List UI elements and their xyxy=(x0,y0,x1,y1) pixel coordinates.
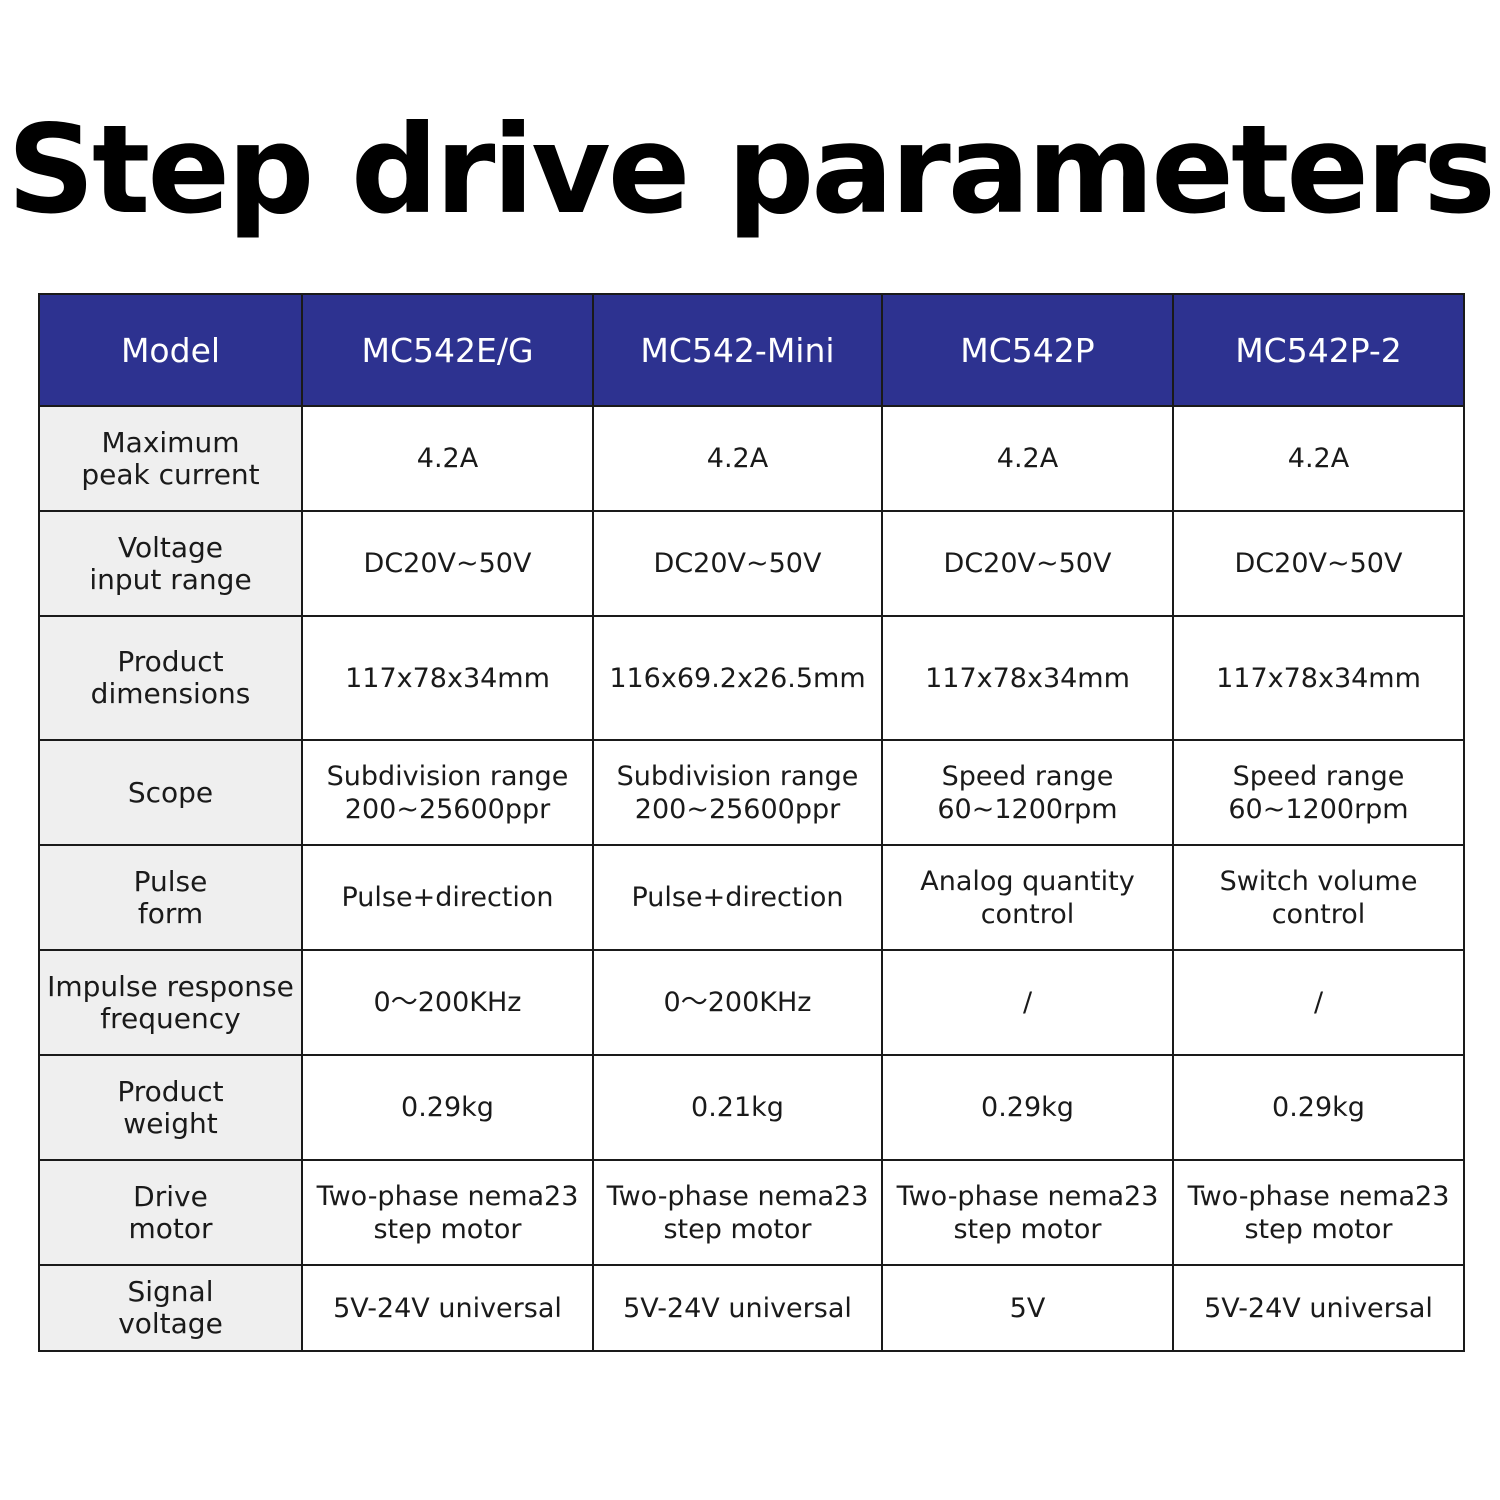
table-cell: Pulse+direction xyxy=(301,844,594,951)
header-mc542p-2: MC542P-2 xyxy=(1172,293,1465,407)
table-row-scope: Scope Subdivision range 200~25600ppr Sub… xyxy=(38,739,1465,846)
table-cell: 5V xyxy=(881,1264,1174,1352)
row-label: Signal voltage xyxy=(38,1264,303,1352)
table-cell: 0～200KHz xyxy=(592,949,883,1056)
header-mc542-mini: MC542-Mini xyxy=(592,293,883,407)
table-cell: Two-phase nema23 step motor xyxy=(881,1159,1174,1266)
table-cell: 5V-24V universal xyxy=(1172,1264,1465,1352)
table-cell: 0～200KHz xyxy=(301,949,594,1056)
table-cell: 4.2A xyxy=(1172,405,1465,512)
table-cell: DC20V~50V xyxy=(1172,510,1465,617)
table-cell: / xyxy=(881,949,1174,1056)
table-cell: Pulse+direction xyxy=(592,844,883,951)
table-cell: Two-phase nema23 step motor xyxy=(592,1159,883,1266)
table-row-voltage-input-range: Voltage input range DC20V~50V DC20V~50V … xyxy=(38,510,1465,617)
table-cell: 116x69.2x26.5mm xyxy=(592,615,883,741)
table-cell: DC20V~50V xyxy=(301,510,594,617)
row-label: Drive motor xyxy=(38,1159,303,1266)
table-row-pulse-form: Pulse form Pulse+direction Pulse+directi… xyxy=(38,844,1465,951)
table-row-product-dimensions: Product dimensions 117x78x34mm 116x69.2x… xyxy=(38,615,1465,741)
table-cell: 117x78x34mm xyxy=(301,615,594,741)
header-model: Model xyxy=(38,293,303,407)
row-label: Pulse form xyxy=(38,844,303,951)
table-cell: 4.2A xyxy=(881,405,1174,512)
spec-table: Model MC542E/G MC542-Mini MC542P MC542P-… xyxy=(38,293,1465,1352)
table-row-product-weight: Product weight 0.29kg 0.21kg 0.29kg 0.29… xyxy=(38,1054,1465,1161)
row-label: Product weight xyxy=(38,1054,303,1161)
table-cell: 0.29kg xyxy=(1172,1054,1465,1161)
table-cell: Speed range 60~1200rpm xyxy=(881,739,1174,846)
header-row: Model MC542E/G MC542-Mini MC542P MC542P-… xyxy=(38,293,1465,407)
table-cell: 117x78x34mm xyxy=(1172,615,1465,741)
row-label: Product dimensions xyxy=(38,615,303,741)
table-row-max-peak-current: Maximum peak current 4.2A 4.2A 4.2A 4.2A xyxy=(38,405,1465,512)
table-cell: Switch volume control xyxy=(1172,844,1465,951)
table-cell: 4.2A xyxy=(592,405,883,512)
table-cell: 0.29kg xyxy=(301,1054,594,1161)
table-cell: 5V-24V universal xyxy=(592,1264,883,1352)
table-row-impulse-response-frequency: Impulse response frequency 0～200KHz 0～20… xyxy=(38,949,1465,1056)
row-label: Voltage input range xyxy=(38,510,303,617)
table-row-signal-voltage: Signal voltage 5V-24V universal 5V-24V u… xyxy=(38,1264,1465,1352)
table-cell: 0.21kg xyxy=(592,1054,883,1161)
table-cell: Subdivision range 200~25600ppr xyxy=(301,739,594,846)
header-mc542p: MC542P xyxy=(881,293,1174,407)
table-cell: 0.29kg xyxy=(881,1054,1174,1161)
table-cell: Analog quantity control xyxy=(881,844,1174,951)
table-cell: Subdivision range 200~25600ppr xyxy=(592,739,883,846)
table-cell: 5V-24V universal xyxy=(301,1264,594,1352)
row-label: Scope xyxy=(38,739,303,846)
table-cell: Speed range 60~1200rpm xyxy=(1172,739,1465,846)
table-row-drive-motor: Drive motor Two-phase nema23 step motor … xyxy=(38,1159,1465,1266)
table-cell: 4.2A xyxy=(301,405,594,512)
table-cell: Two-phase nema23 step motor xyxy=(1172,1159,1465,1266)
table-cell: / xyxy=(1172,949,1465,1056)
header-mc542eg: MC542E/G xyxy=(301,293,594,407)
row-label: Impulse response frequency xyxy=(38,949,303,1056)
page-title: Step drive parameters xyxy=(7,99,1496,241)
row-label: Maximum peak current xyxy=(38,405,303,512)
table-cell: DC20V~50V xyxy=(881,510,1174,617)
table-cell: Two-phase nema23 step motor xyxy=(301,1159,594,1266)
table-cell: DC20V~50V xyxy=(592,510,883,617)
table-cell: 117x78x34mm xyxy=(881,615,1174,741)
